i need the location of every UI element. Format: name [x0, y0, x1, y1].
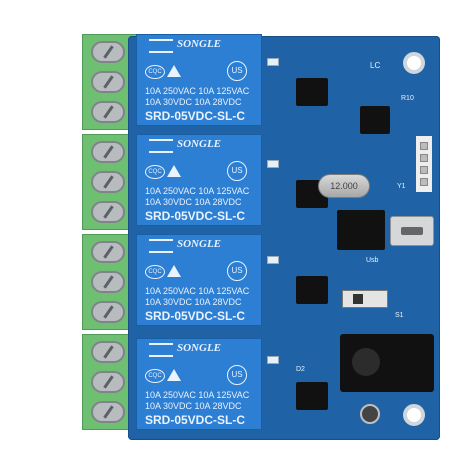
silk-s1: S1 — [395, 312, 404, 319]
silk-r10: R10 — [401, 95, 414, 102]
led-indicator — [267, 256, 279, 264]
screw-terminal-icon — [91, 241, 125, 263]
optocoupler-1 — [296, 78, 328, 106]
warning-icon — [167, 265, 181, 277]
screw-terminal-icon — [91, 141, 125, 163]
relay-spec-line-2: 10A 30VDC 10A 28VDC — [145, 197, 242, 207]
led-indicator — [267, 58, 279, 66]
cqc-mark: CQC — [145, 165, 165, 179]
relay-4: SONGLE CQC US 10A 250VAC 10A 125VAC 10A … — [136, 338, 262, 430]
ul-mark: US — [227, 365, 247, 385]
relay-spec-line-2: 10A 30VDC 10A 28VDC — [145, 97, 242, 107]
relay-model: SRD-05VDC-SL-C — [145, 309, 246, 323]
cqc-mark: CQC — [145, 265, 165, 279]
silk-usb: Usb — [366, 257, 379, 264]
ul-mark: US — [227, 161, 247, 181]
header-pin-icon — [420, 178, 428, 186]
screw-terminal-icon — [91, 271, 125, 293]
ul-mark: US — [227, 61, 247, 81]
screw-terminal-icon — [91, 301, 125, 323]
ic-chip-small — [360, 106, 390, 134]
relay-spec-line-1: 10A 250VAC 10A 125VAC — [145, 390, 250, 400]
relay-3: SONGLE CQC US 10A 250VAC 10A 125VAC 10A … — [136, 234, 262, 326]
ic-chip-main — [337, 210, 385, 250]
relay-model: SRD-05VDC-SL-C — [145, 209, 246, 223]
header-pin-icon — [420, 166, 428, 174]
relay-brand: SONGLE — [177, 238, 222, 250]
screw-terminal-icon — [91, 371, 125, 393]
crystal-oscillator: 12.000 — [318, 174, 370, 198]
relay-2: SONGLE CQC US 10A 250VAC 10A 125VAC 10A … — [136, 134, 262, 226]
warning-icon — [167, 65, 181, 77]
screw-terminal-icon — [91, 401, 125, 423]
mounting-hole-icon — [403, 52, 425, 74]
screw-terminal-icon — [91, 71, 125, 93]
header-pin-icon — [420, 154, 428, 162]
screw-terminal-icon — [91, 201, 125, 223]
relay-spec-line-1: 10A 250VAC 10A 125VAC — [145, 186, 250, 196]
optocoupler-4 — [296, 382, 328, 410]
screw-terminal-icon — [91, 41, 125, 63]
switch-knob-icon — [353, 294, 363, 304]
led-indicator — [267, 160, 279, 168]
screw-terminal-icon — [91, 101, 125, 123]
silk-d2: D2 — [296, 366, 305, 373]
optocoupler-3 — [296, 276, 328, 304]
relay-brand: SONGLE — [177, 38, 222, 50]
songle-logo-icon — [149, 343, 173, 357]
cqc-mark: CQC — [145, 369, 165, 383]
silk-y1: Y1 — [397, 183, 406, 190]
songle-logo-icon — [149, 139, 173, 153]
ul-mark: US — [227, 261, 247, 281]
capacitor-icon — [360, 404, 380, 424]
relay-1: SONGLE CQC US 10A 250VAC 10A 125VAC 10A … — [136, 34, 262, 126]
relay-model: SRD-05VDC-SL-C — [145, 109, 246, 123]
warning-icon — [167, 165, 181, 177]
slide-switch — [342, 290, 388, 308]
relay-brand: SONGLE — [177, 342, 222, 354]
mounting-hole-icon — [403, 404, 425, 426]
relay-model: SRD-05VDC-SL-C — [145, 413, 246, 427]
relay-brand: SONGLE — [177, 138, 222, 150]
micro-usb-port — [390, 216, 434, 246]
silk-lc: LC — [370, 61, 381, 70]
dc-power-jack — [340, 334, 434, 392]
header-pin-icon — [420, 142, 428, 150]
pin-header — [416, 136, 432, 192]
songle-logo-icon — [149, 239, 173, 253]
led-indicator — [267, 356, 279, 364]
screw-terminal-icon — [91, 341, 125, 363]
relay-spec-line-2: 10A 30VDC 10A 28VDC — [145, 297, 242, 307]
relay-spec-line-1: 10A 250VAC 10A 125VAC — [145, 86, 250, 96]
warning-icon — [167, 369, 181, 381]
cqc-mark: CQC — [145, 65, 165, 79]
relay-spec-line-1: 10A 250VAC 10A 125VAC — [145, 286, 250, 296]
relay-spec-line-2: 10A 30VDC 10A 28VDC — [145, 401, 242, 411]
screw-terminal-icon — [91, 171, 125, 193]
songle-logo-icon — [149, 39, 173, 53]
